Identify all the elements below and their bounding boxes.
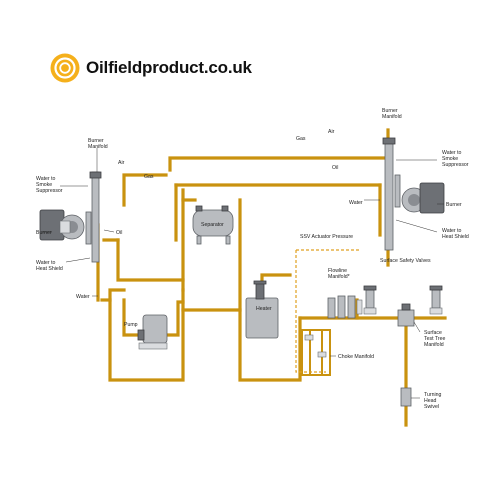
label-oil-right: Oil [332,165,338,171]
label-burner-manifold-left-1: Burner [88,138,104,144]
pump-unit [137,314,168,350]
label-gas-left: Gas [144,174,154,180]
label-turning-head-swivel-2: Head [424,398,437,404]
brand-logo: Oilfieldproduct.co.uk [50,52,252,84]
burner-manifold-right [382,137,401,251]
heater-unit [245,280,279,339]
label-choke-manifold: Choke Manifold [338,354,374,360]
label-burner-right: Burner [446,202,462,208]
label-heater: Heater [256,306,272,312]
label-turning-head-swivel-3: Swivel [424,404,439,410]
label-burner-manifold-left-2: Manifold [88,144,108,150]
surface-test-tree-manifold [397,303,415,327]
label-burner-manifold-right-1: Burner [382,108,398,114]
label-flowline-manifold-1: Flowline [328,268,347,274]
label-burner-left: Burner [36,230,52,236]
separator-vessel [192,205,234,245]
label-water-heat-shield-left-1: Water to [36,260,56,266]
label-water-right: Water [349,200,363,206]
surface-safety-valve-1 [363,285,377,315]
brand-name: Oilfieldproduct.co.uk [86,58,252,77]
label-water-left: Water [76,294,90,300]
diagram-labels: Burner Manifold Air Gas Water to Smoke S… [36,108,469,410]
label-air-left: Air [118,160,125,166]
label-air-right: Air [328,129,335,135]
label-water-smoke-left-1: Water to [36,176,56,182]
target-circle-icon [50,53,80,83]
label-surface-test-tree-2: Test Tree [424,336,445,342]
label-oil-left: Oil [116,230,122,236]
burner-right [401,182,445,214]
label-ssv-actuator-pressure: SSV Actuator Pressure [300,234,353,240]
flowline-manifold [327,295,363,319]
label-surface-safety-valves: Surface Safety Valves [380,258,431,264]
label-water-smoke-right-3: Suppressor [442,162,469,168]
leader-lines [42,148,444,399]
label-flowline-manifold-2: Manifold* [328,274,350,280]
label-gas-right: Gas [296,136,306,142]
label-water-smoke-right-1: Water to [442,150,462,156]
label-separator: Separator [201,222,224,228]
label-surface-test-tree-1: Surface [424,330,442,336]
burner-manifold-left [85,171,102,263]
turning-head-swivel [400,387,412,407]
label-turning-head-swivel-1: Turning [424,392,442,398]
label-pump: Pump [124,322,138,328]
surface-safety-valve-2 [429,285,443,315]
label-burner-manifold-right-2: Manifold [382,114,402,120]
ssv-actuator-pressure-line [295,249,360,373]
label-surface-test-tree-3: Manifold [424,342,444,348]
label-water-heat-shield-right-2: Heat Shield [442,234,469,240]
choke-manifold [304,334,327,358]
label-water-heat-shield-right-1: Water to [442,228,462,234]
label-water-smoke-left-3: Suppressor [36,188,63,194]
burner-left [39,209,85,241]
label-water-smoke-right-2: Smoke [442,156,458,162]
label-water-smoke-left-2: Smoke [36,182,52,188]
label-water-heat-shield-left-2: Heat Shield [36,266,63,272]
